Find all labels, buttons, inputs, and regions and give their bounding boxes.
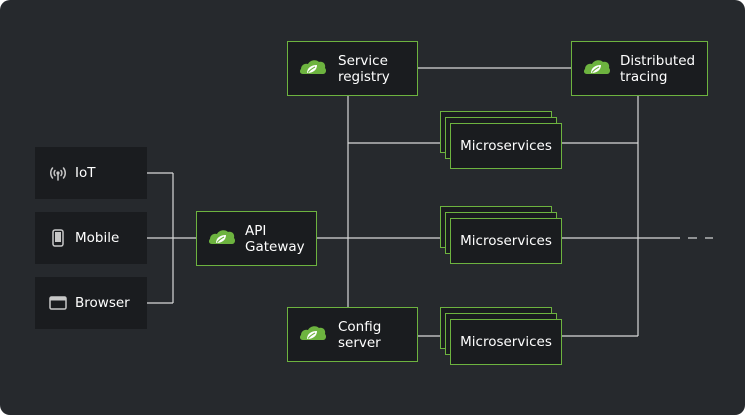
- stack-layer-front: Microservices: [450, 218, 562, 264]
- node-label: Microservices: [460, 334, 552, 350]
- microservices-stack: Microservices: [440, 111, 562, 169]
- stack-layer-front: Microservices: [450, 123, 562, 169]
- mobile-phone-icon: [47, 229, 69, 247]
- microservices-stack: Microservices: [440, 206, 562, 264]
- spring-leaf-icon: [298, 57, 328, 81]
- client-label: Browser: [75, 295, 130, 311]
- browser-window-icon: [47, 296, 69, 310]
- spring-leaf-icon: [582, 57, 612, 81]
- client-iot: IoT: [35, 147, 147, 199]
- client-mobile: Mobile: [35, 212, 147, 264]
- distributed-tracing-node: Distributed tracing: [571, 41, 708, 96]
- node-label: Config server: [338, 318, 382, 351]
- spring-leaf-icon: [298, 323, 328, 347]
- node-label: Distributed tracing: [620, 52, 696, 85]
- service-registry-node: Service registry: [287, 41, 418, 96]
- client-label: IoT: [75, 165, 96, 181]
- antenna-icon: [47, 165, 69, 181]
- node-label: Service registry: [338, 52, 390, 85]
- node-label: API Gateway: [245, 222, 305, 255]
- node-label: Microservices: [460, 233, 552, 249]
- spring-leaf-icon: [207, 227, 237, 251]
- client-browser: Browser: [35, 277, 147, 329]
- client-label: Mobile: [75, 230, 120, 246]
- microservices-stack: Microservices: [440, 307, 562, 365]
- config-server-node: Config server: [287, 307, 418, 362]
- node-label: Microservices: [460, 138, 552, 154]
- api-gateway-node: API Gateway: [196, 211, 317, 266]
- stack-layer-front: Microservices: [450, 319, 562, 365]
